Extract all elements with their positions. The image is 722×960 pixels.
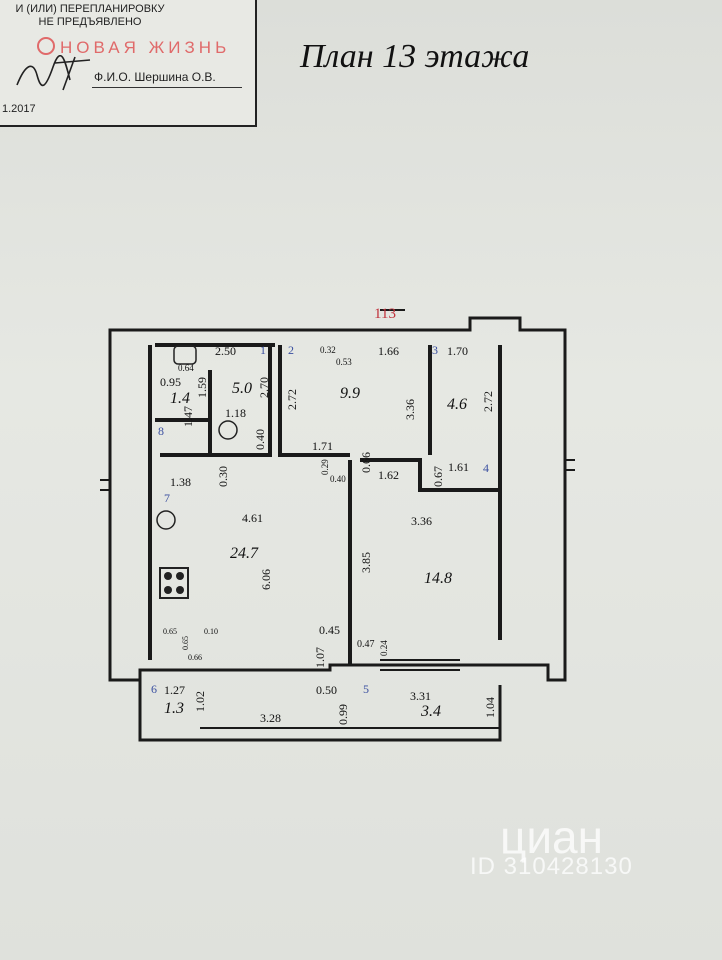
dim-label: 0.67 bbox=[431, 466, 445, 487]
dim-label: 1.61 bbox=[448, 460, 469, 474]
room-number-8: 8 bbox=[158, 424, 164, 438]
dim-label: 0.65 bbox=[163, 627, 177, 636]
dim-label: 0.30 bbox=[216, 466, 230, 487]
dim-label: 0.29 bbox=[320, 459, 330, 475]
stove-icon bbox=[159, 567, 189, 599]
dim-label: 0.24 bbox=[379, 640, 389, 656]
brand-logo-icon bbox=[37, 37, 55, 55]
dim-label: 2.72 bbox=[285, 389, 299, 410]
dim-label: 0.47 bbox=[357, 639, 375, 650]
approval-stamp: И (ИЛИ) ПЕРЕПЛАНИРОВКУ НЕ ПРЕДЪЯВЛЕНО НО… bbox=[0, 0, 257, 127]
sink-icon bbox=[218, 420, 238, 440]
room-area-4: 14.8 bbox=[424, 570, 452, 587]
room-number-7: 7 bbox=[164, 491, 170, 505]
room-areas: 5.0 9.9 4.6 14.8 3.4 1.3 24.7 1.4 bbox=[164, 380, 467, 720]
dim-label: 0.99 bbox=[336, 704, 350, 725]
dim-label: 4.61 bbox=[242, 511, 263, 525]
dim-label: 0.65 bbox=[181, 636, 190, 650]
dim-label: 0.95 bbox=[160, 375, 181, 389]
dim-label: 0.40 bbox=[253, 429, 267, 450]
dim-label: 0.66 bbox=[188, 653, 202, 662]
stamp-date: 1.2017 bbox=[2, 103, 36, 115]
room-number-1: 1 bbox=[260, 343, 266, 357]
plan-title: План 13 этажа bbox=[300, 38, 530, 75]
room-number-2: 2 bbox=[288, 343, 294, 357]
dim-label: 1.27 bbox=[164, 683, 185, 697]
inner-walls bbox=[148, 343, 502, 665]
dim-label: 3.31 bbox=[410, 689, 431, 703]
dim-label: 1.62 bbox=[378, 468, 399, 482]
dim-label: 3.85 bbox=[359, 552, 373, 573]
stove-burners-icon bbox=[164, 572, 184, 594]
dim-label: 1.04 bbox=[483, 697, 497, 718]
stamp-line-2: НЕ ПРЕДЪЯВЛЕНО bbox=[38, 16, 142, 28]
dim-label: 1.18 bbox=[225, 406, 246, 420]
room-number-3: 3 bbox=[432, 343, 438, 357]
stamp-fio: Ф.И.О. Шершина О.В. bbox=[94, 70, 216, 84]
dim-label: 1.02 bbox=[193, 691, 207, 712]
stamp-line-1: И (ИЛИ) ПЕРЕПЛАНИРОВКУ bbox=[15, 3, 165, 15]
dim-label: 1.66 bbox=[378, 344, 399, 358]
dim-label: 0.50 bbox=[316, 683, 337, 697]
toilet-icon bbox=[173, 345, 197, 365]
room-area-5: 3.4 bbox=[420, 703, 441, 720]
dim-label: 2.70 bbox=[257, 377, 271, 398]
dim-label: 0.66 bbox=[359, 452, 373, 473]
stamp-brand: НОВАЯ ЖИЗНЬ bbox=[60, 38, 231, 57]
dim-label: 1.47 bbox=[181, 406, 195, 427]
dim-label: 2.72 bbox=[481, 391, 495, 412]
dim-label: 1.59 bbox=[195, 377, 209, 398]
watermark-logo: циан bbox=[500, 811, 604, 863]
dim-label: 0.45 bbox=[319, 623, 340, 637]
room-area-8: 1.4 bbox=[170, 390, 190, 407]
window-bars bbox=[100, 309, 575, 729]
apartment-number: 113 bbox=[374, 306, 396, 322]
room-numbers: 1 2 3 4 5 6 7 8 bbox=[151, 343, 489, 696]
dim-label: 1.70 bbox=[447, 344, 468, 358]
dim-label: 0.64 bbox=[178, 363, 194, 373]
room-area-7: 24.7 bbox=[230, 545, 259, 562]
room-area-6: 1.3 bbox=[164, 700, 184, 717]
dim-label: 2.50 bbox=[215, 344, 236, 358]
dim-label: 1.07 bbox=[313, 647, 327, 668]
dim-label: 3.28 bbox=[260, 711, 281, 725]
dim-label: 0.53 bbox=[336, 357, 352, 367]
dimensions: 2.50 0.32 0.53 1.66 1.70 0.64 0.95 1.59 … bbox=[160, 344, 497, 725]
room-number-4: 4 bbox=[483, 461, 489, 475]
room-area-3: 4.6 bbox=[447, 396, 467, 413]
signature-icon bbox=[16, 55, 91, 91]
kitchen-sink-icon bbox=[156, 510, 176, 530]
watermark-id: ID 310428130 bbox=[470, 853, 633, 880]
dim-label: 0.40 bbox=[330, 474, 346, 484]
room-number-6: 6 bbox=[151, 682, 157, 696]
fio-underline bbox=[92, 87, 242, 88]
dim-label: 0.32 bbox=[320, 345, 336, 355]
room-area-2: 9.9 bbox=[340, 385, 360, 402]
dim-label: 1.71 bbox=[312, 439, 333, 453]
dim-label: 3.36 bbox=[411, 514, 432, 528]
dim-label: 3.36 bbox=[403, 399, 417, 420]
room-number-5: 5 bbox=[363, 682, 369, 696]
dim-label: 0.10 bbox=[204, 627, 218, 636]
room-area-1: 5.0 bbox=[232, 380, 252, 397]
dim-label: 1.38 bbox=[170, 475, 191, 489]
outer-walls bbox=[108, 316, 567, 742]
dim-label: 6.06 bbox=[259, 569, 273, 590]
